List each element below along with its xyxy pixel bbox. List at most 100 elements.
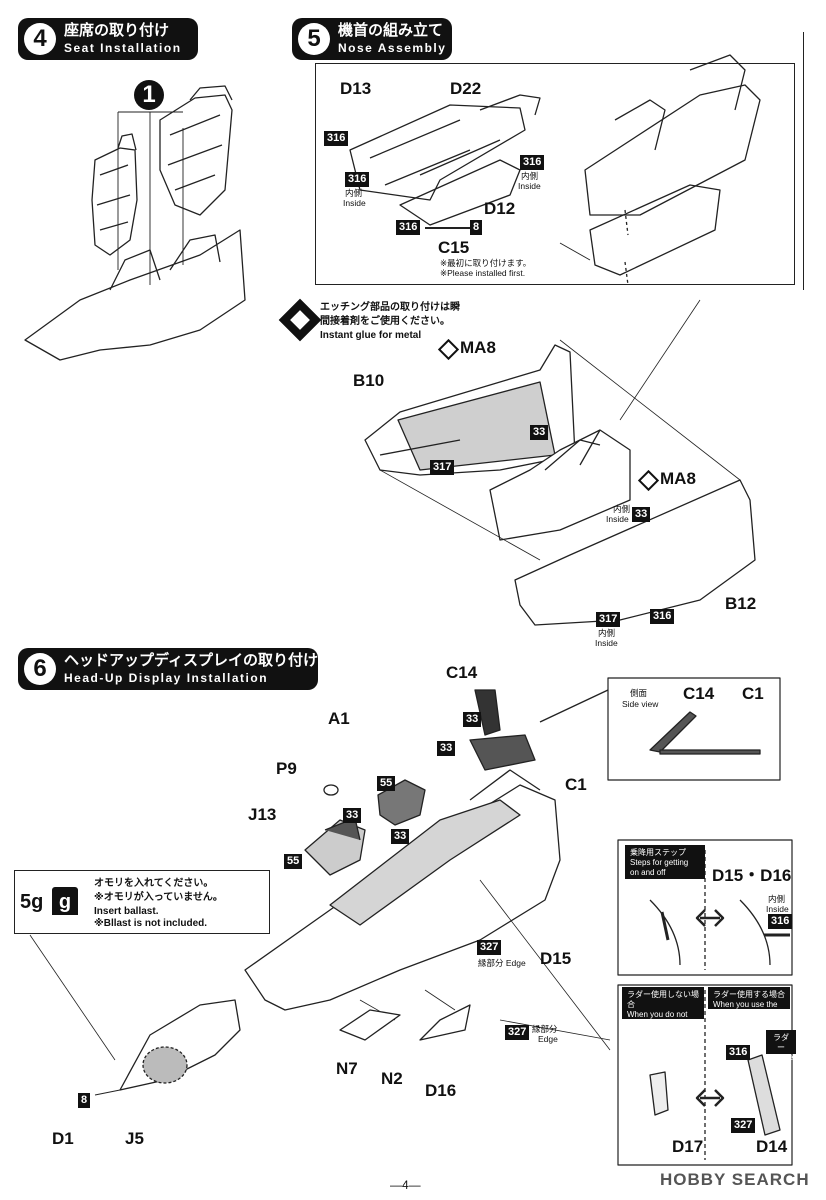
ladder-label-en: Ladder [771, 1053, 796, 1062]
part-c1: C1 [565, 775, 587, 794]
nose-fuselage-right-drawing [489, 429, 756, 626]
watermark: HOBBY SEARCH [660, 1170, 810, 1189]
part-d14: D14 [756, 1137, 788, 1156]
ladder-label: ラダー Ladder [766, 1030, 796, 1062]
step6-title-jp: ヘッドアップディスプレイの取り付け [64, 652, 318, 669]
inside-jp-d: 内側 [598, 628, 616, 638]
part-d13: D13 [340, 79, 372, 98]
page-number: —4— [390, 1178, 421, 1192]
code-317-b: 317 [596, 612, 621, 627]
side-view-c1: C1 [742, 684, 764, 703]
no-ladder-en2: the ladder [627, 1030, 663, 1039]
part-ma8-b: MA8 [660, 469, 696, 488]
side-view-jp: 側面 [630, 688, 648, 698]
step5-header: 5 機首の組み立て Nose Assembly [292, 18, 452, 60]
code-33-c6: 33 [343, 808, 362, 823]
part-n2: N2 [381, 1069, 403, 1088]
inside-jp-b: 内側 [521, 171, 539, 181]
code-317-a: 317 [430, 460, 455, 475]
inside-en-6: Inside [766, 904, 789, 914]
side-view-c14: C14 [683, 684, 715, 703]
code-55-b: 55 [284, 854, 303, 869]
assembled-tub-drawing [584, 54, 761, 286]
ballast-weight: 5g [20, 891, 44, 913]
part-p9: P9 [276, 759, 297, 778]
code-327-b: 327 [505, 1025, 530, 1040]
ladder-jp: ラダー使用する場合 [713, 990, 785, 999]
nose-fuselage-left-drawing [364, 344, 576, 476]
edge-label-a: 縁部分 Edge [478, 958, 526, 968]
part-d16: D16 [425, 1081, 457, 1100]
part-ma8-a: MA8 [460, 338, 496, 357]
part-c15: C15 [438, 238, 470, 257]
ballast-jp1: オモリを入れてください。 [94, 878, 214, 889]
part-d17: D17 [672, 1137, 704, 1156]
ballast-box [14, 870, 270, 934]
side-view-box [539, 677, 781, 781]
part-d1: D1 [52, 1129, 74, 1148]
code-33-a6: 33 [463, 712, 482, 727]
code-316-c: 316 [520, 155, 545, 170]
code-316-a6: 316 [768, 914, 793, 929]
part-d22: D22 [450, 79, 482, 98]
inside-en-c: Inside [606, 514, 629, 524]
step6-title-en: Head-Up Display Installation [64, 671, 269, 685]
code-316-d: 316 [396, 220, 421, 235]
nose-gear-bay-drawing [349, 94, 541, 229]
part-d15: D15 [540, 949, 572, 968]
part-a1: A1 [328, 709, 350, 728]
part-j13: J13 [248, 805, 277, 824]
code-8: 8 [470, 220, 483, 235]
ladder-en: When you use the ladder [713, 1000, 778, 1019]
code-316-b6: 316 [726, 1045, 751, 1060]
step5-frame [292, 32, 804, 290]
part-d12: D12 [484, 199, 516, 218]
step6-header: 6 ヘッドアップディスプレイの取り付け Head-Up Display Inst… [18, 648, 318, 690]
steps-en1: Steps for getting [630, 858, 689, 867]
forward-fuselage-drawing [244, 769, 561, 1011]
inside-en-d: Inside [595, 638, 618, 648]
code-55-a: 55 [377, 776, 396, 791]
step5-title-jp: 機首の組み立て [338, 22, 444, 39]
ballast-jp2: ※オモリが入っていません。 [94, 892, 223, 903]
cockpit-tub-step4 [24, 229, 246, 361]
code-33-d6: 33 [391, 829, 410, 844]
glue-note-en: Instant glue for metal [320, 330, 422, 341]
step4-header: 4 座席の取り付け Seat Installation [18, 18, 198, 60]
ballast-en1: Insert ballast. [94, 906, 159, 917]
edge-jp-b: 縁部分 [532, 1024, 558, 1034]
part-b10: B10 [353, 371, 385, 390]
c15-note-jp: ※最初に取り付けます。 [440, 258, 532, 268]
steps-en2: on and off [630, 868, 666, 877]
code-327-a: 327 [477, 940, 502, 955]
seat-drawing-right [159, 85, 233, 216]
step6-number: 6 [24, 653, 56, 685]
glue-note-jp2: 間接着剤をご使用ください。 [320, 316, 450, 327]
no-ladder-en1: When you do not use [627, 1010, 688, 1029]
step5-number: 5 [298, 23, 330, 55]
no-ladder-tab: ラダー使用しない場合 When you do not use the ladde… [622, 987, 704, 1039]
steps-jp: 乗降用ステップ [630, 848, 686, 857]
step5-parts-box [315, 63, 795, 285]
step5-title-en: Nose Assembly [338, 41, 447, 55]
edge-jp-a: 縁部分 [478, 958, 504, 968]
ladder-tab: ラダー使用する場合 When you use the ladder [708, 987, 790, 1019]
code-33-b: 33 [632, 507, 651, 522]
part-b12: B12 [725, 594, 757, 613]
steps-tab: 乗降用ステップ Steps for getting on and off [625, 845, 705, 879]
inside-jp-6: 内側 [768, 894, 786, 904]
code-33-b6: 33 [437, 741, 456, 756]
no-ladder-jp: ラダー使用しない場合 [627, 990, 699, 1009]
hud-drawing [304, 689, 536, 876]
code-316-a: 316 [324, 131, 349, 146]
glue-note-jp1: エッチング部品の取り付けは瞬 [320, 302, 460, 313]
code-327-c: 327 [731, 1118, 756, 1133]
inside-jp-a: 内側 [345, 188, 363, 198]
inside-en-b: Inside [518, 181, 541, 191]
step4-title-jp: 座席の取り付け [64, 22, 170, 39]
seat-drawing-left [91, 133, 138, 256]
code-316-b: 316 [345, 172, 370, 187]
step4-title-en: Seat Installation [64, 41, 182, 55]
inside-jp-c: 内側 [613, 504, 631, 514]
